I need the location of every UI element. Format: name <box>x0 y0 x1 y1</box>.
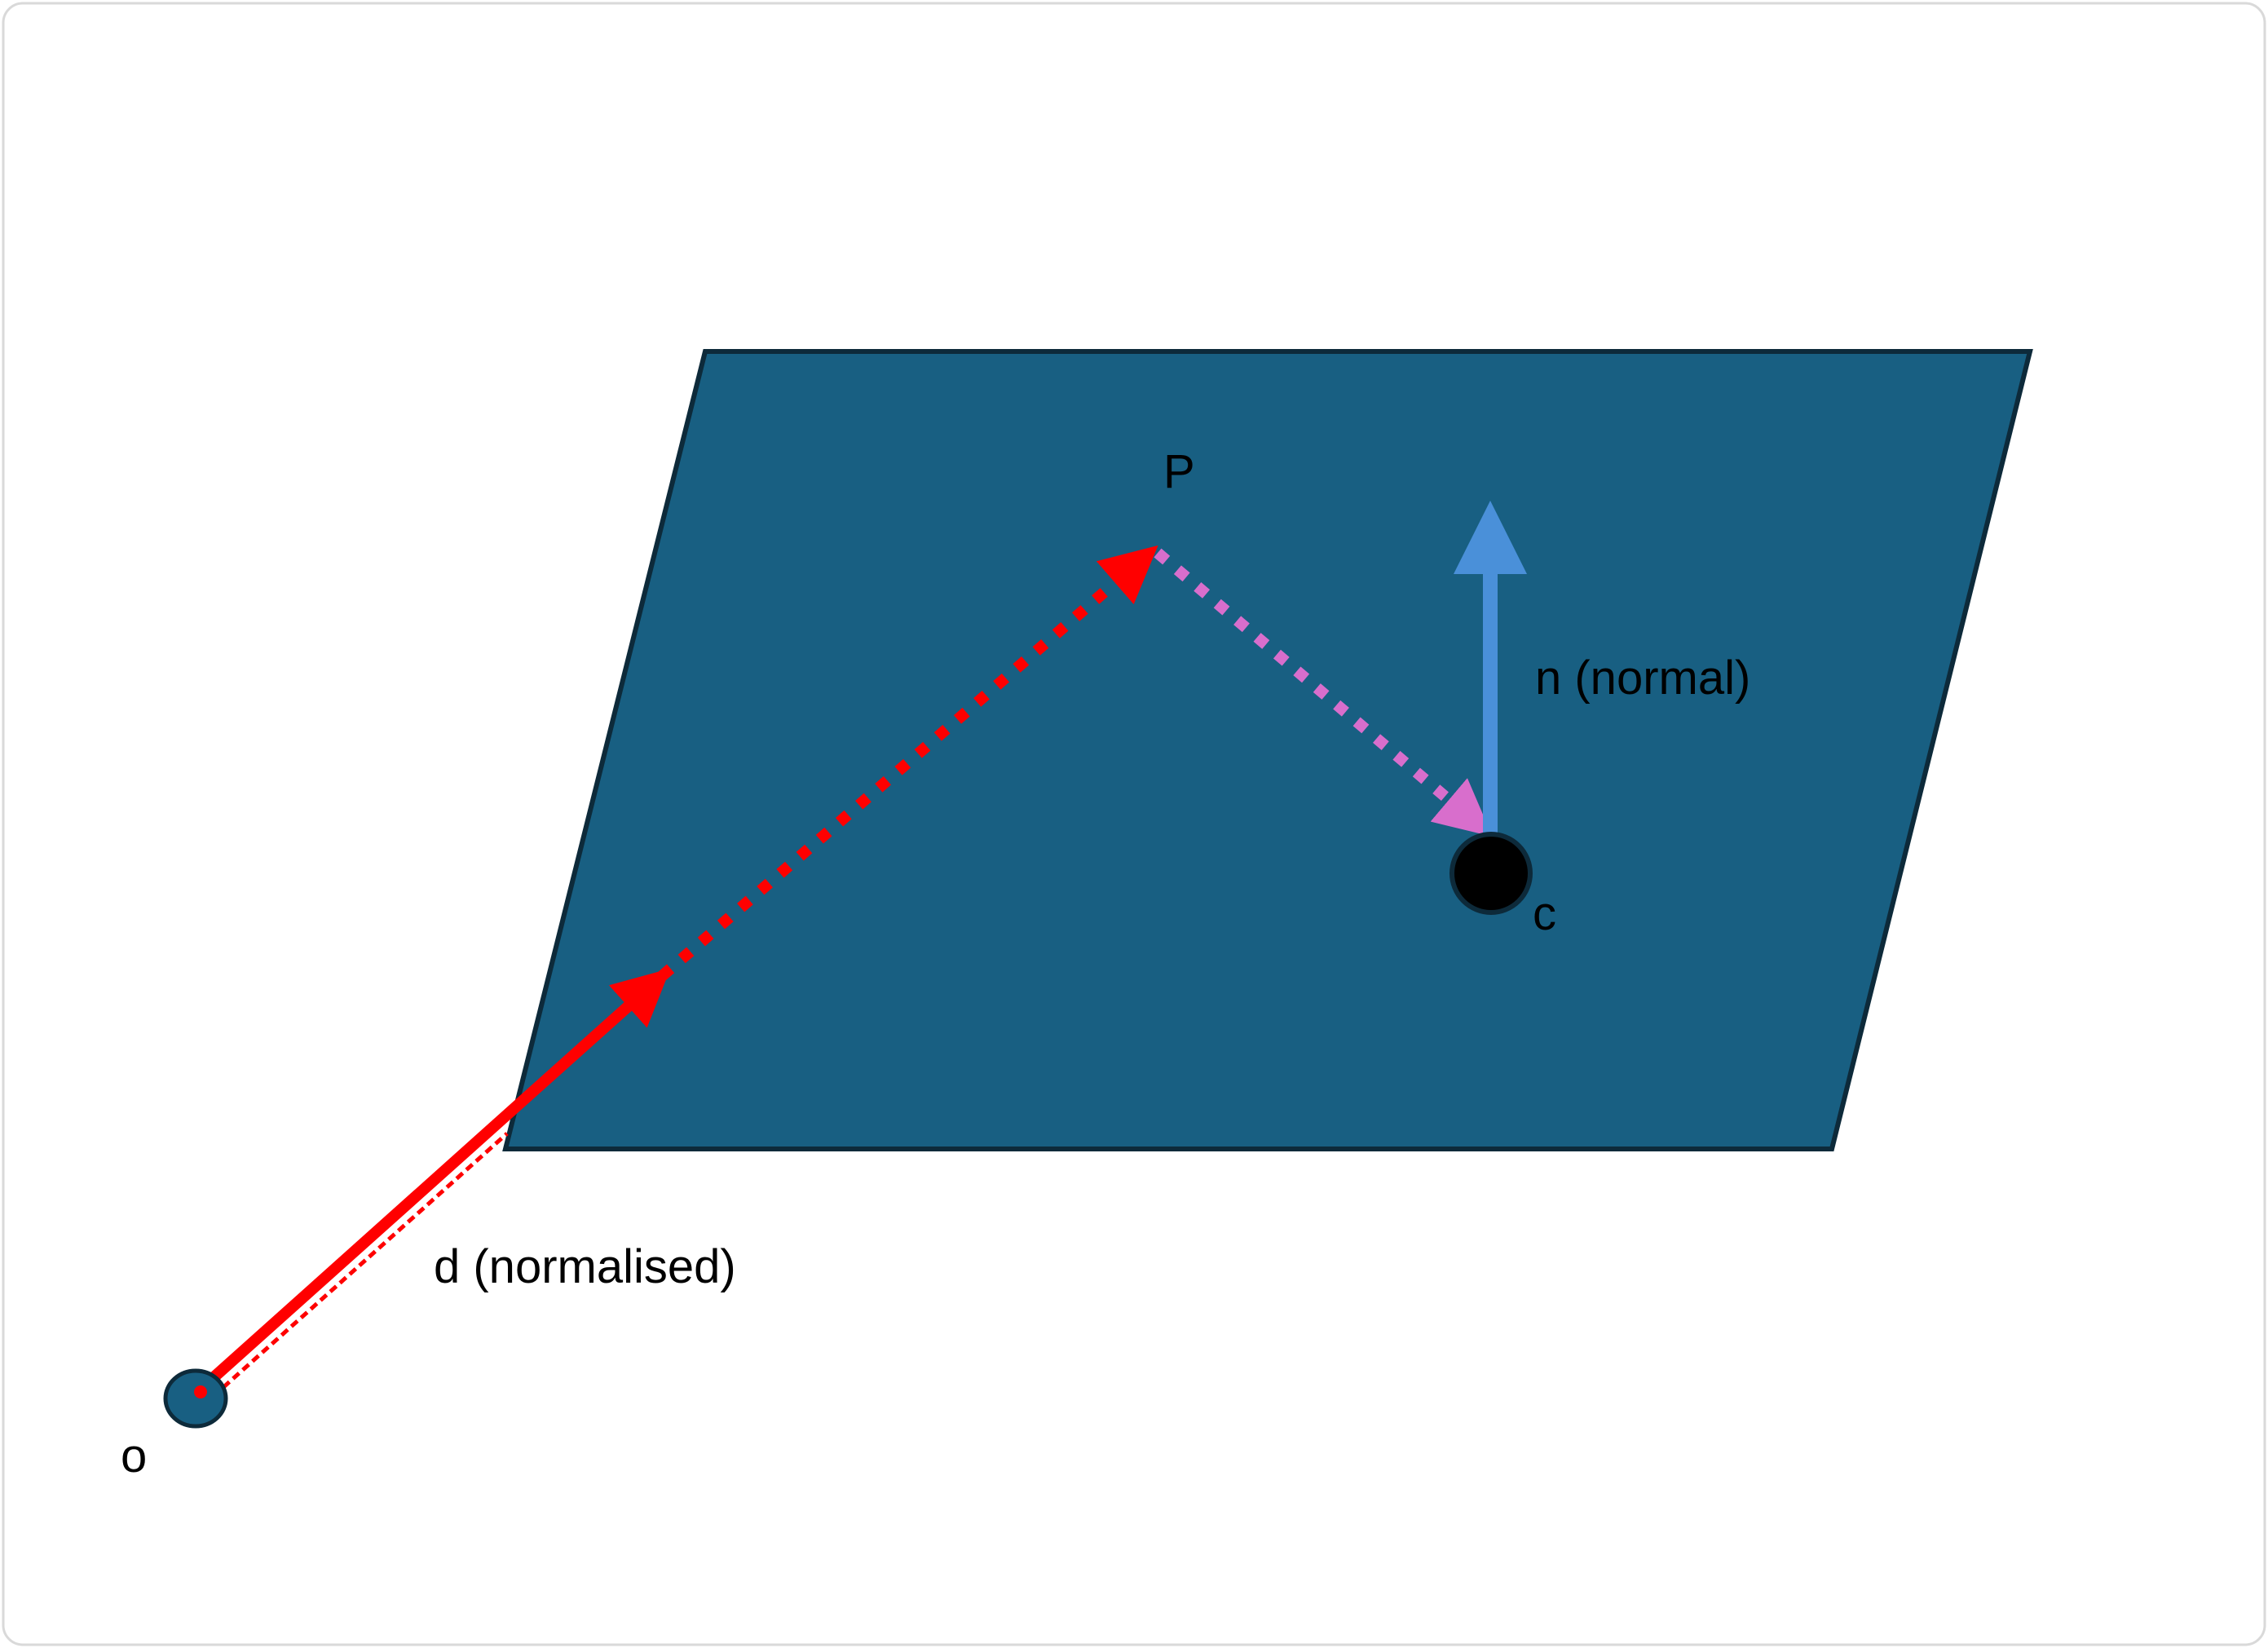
label-p: P <box>1163 445 1195 498</box>
label-direction: d (normalised) <box>434 1240 736 1293</box>
vector-p-to-c <box>1154 548 1493 837</box>
label-normal: n (normal) <box>1535 652 1750 705</box>
origin-point-o <box>163 1368 228 1429</box>
label-c: c <box>1533 887 1556 940</box>
direction-vector-d <box>200 968 671 1391</box>
direction-vector-d-shadow <box>212 1132 509 1398</box>
plane <box>502 349 2033 1151</box>
origin-ray-start-dot <box>194 1385 207 1398</box>
ray-to-p <box>658 545 1158 981</box>
center-point-c <box>1449 832 1533 915</box>
label-o: o <box>121 1429 147 1482</box>
